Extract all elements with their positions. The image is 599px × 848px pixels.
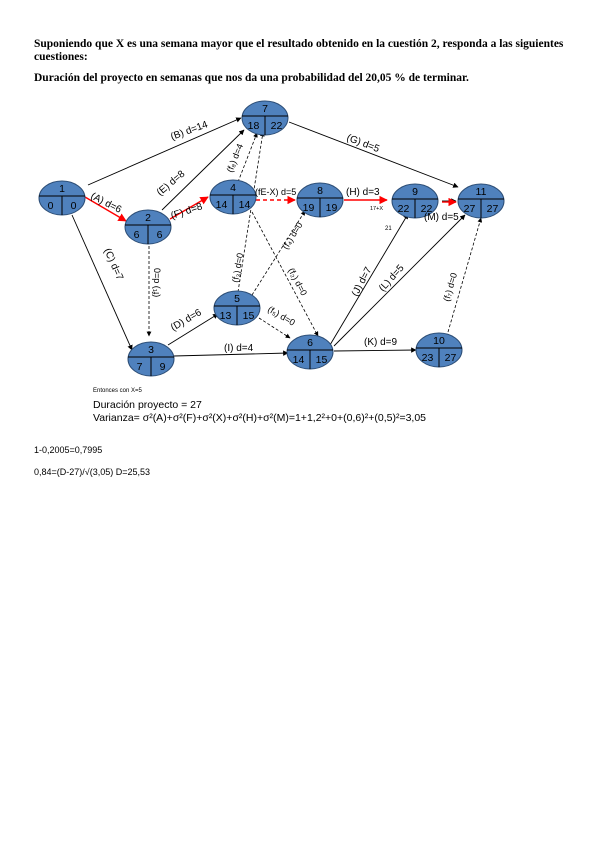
node-early-finish: 27 <box>445 352 457 364</box>
edge-G <box>288 121 459 188</box>
label-C: (C) d=7 <box>101 247 125 283</box>
label-B: (B) d=14 <box>169 119 209 143</box>
label-F: (F) d=8 <box>170 201 205 222</box>
node-1: 10 0 <box>38 180 86 216</box>
node-early-start: 14 <box>216 199 228 211</box>
node-6: 614 15 <box>286 334 334 370</box>
node-number: 5 <box>234 293 240 305</box>
label-f7: (f₇) d=0 <box>441 272 459 303</box>
node-early-start: 18 <box>248 120 260 132</box>
edge-f8 <box>237 132 258 183</box>
label-E: (E) d=8 <box>155 168 188 198</box>
label-M: (M) d=5 <box>424 212 459 223</box>
node-7: 718 22 <box>241 100 289 136</box>
node-8: 819 19 <box>296 182 344 218</box>
label-f2: (f₂) d=0 <box>286 266 309 297</box>
node-early-finish: 9 <box>160 361 166 373</box>
node-early-finish: 22 <box>271 120 283 132</box>
node-early-start: 13 <box>220 310 232 322</box>
label-L: (L) d=5 <box>377 263 407 294</box>
note-small: Entonces con X=5 <box>93 388 142 394</box>
annotation-x-value: 17+X <box>370 206 383 212</box>
label-J: (J) d=7 <box>350 265 375 298</box>
edge-J <box>329 213 409 346</box>
node-number: 9 <box>412 186 418 198</box>
calculation-duration: 0,84=(D-27)/√(3,05) D=25,53 <box>34 467 151 477</box>
question-text: Suponiendo que X es una semana mayor que… <box>34 38 564 63</box>
project-duration: Duración proyecto = 27 <box>93 399 202 411</box>
node-early-finish: 14 <box>239 199 251 211</box>
edge-K <box>333 347 417 353</box>
node-early-start: 19 <box>303 202 315 214</box>
edge-f5 <box>258 317 291 339</box>
node-early-start: 14 <box>293 354 305 366</box>
node-3: 37 9 <box>127 341 175 377</box>
edge-F <box>169 196 209 220</box>
label-f3: (f₃) d=0 <box>230 252 245 283</box>
node-early-start: 6 <box>134 229 140 241</box>
node-number: 8 <box>317 185 323 197</box>
question-duration: Duración del proyecto en semanas que nos… <box>34 72 469 84</box>
label-X: (fE-X) d=5 <box>255 187 296 197</box>
node-4: 414 14 <box>209 179 257 215</box>
label-A: (A) d=6 <box>89 191 124 216</box>
node-early-start: 7 <box>137 361 143 373</box>
edge-B <box>87 117 242 186</box>
node-number: 6 <box>307 337 313 349</box>
node-early-finish: 22 <box>421 203 433 215</box>
node-number: 4 <box>230 182 236 194</box>
label-f4: (f₄) d=0 <box>280 220 304 251</box>
node-number: 7 <box>262 103 268 115</box>
node-early-finish: 27 <box>487 203 499 215</box>
node-10: 10 23 27 <box>415 332 463 368</box>
node-early-finish: 15 <box>243 310 255 322</box>
edge-f3 <box>237 131 265 293</box>
label-H: (H) d=3 <box>346 187 380 198</box>
node-early-start: 22 <box>398 203 410 215</box>
project-variance: Varianza= σ²(A)+σ²(F)+σ²(X)+σ²(H)+σ²(M)=… <box>93 412 427 424</box>
label-f5: (f₅) d=0 <box>266 304 297 328</box>
edge-f2 <box>251 211 319 337</box>
edge-C <box>71 214 133 351</box>
node-number: 11 <box>476 186 487 198</box>
node-early-finish: 19 <box>326 202 338 214</box>
calculation-probability: 1-0,2005=0,7995 <box>34 445 103 455</box>
label-I: (I) d=4 <box>224 343 254 354</box>
edge-L <box>333 214 466 347</box>
node-early-start: 0 <box>48 200 54 212</box>
node-number: 10 <box>433 335 445 347</box>
node-2: 26 6 <box>124 209 172 245</box>
label-D: (D) d=6 <box>169 307 204 334</box>
label-K: (K) d=9 <box>364 337 398 348</box>
node-early-finish: 15 <box>316 354 328 366</box>
edge-I <box>173 350 289 357</box>
edge-D <box>167 313 219 346</box>
edge-E <box>161 129 245 211</box>
label-G: (G) d=5 <box>345 133 381 156</box>
node-early-start: 27 <box>464 203 476 215</box>
label-f8: (f₈) d=4 <box>225 142 246 174</box>
edge-A <box>84 196 127 222</box>
node-number: 3 <box>148 344 154 356</box>
node-early-finish: 0 <box>71 200 77 212</box>
edge-f4 <box>251 210 306 296</box>
node-9: 922 22 <box>391 183 439 219</box>
node-number: 1 <box>59 183 65 195</box>
node-5: 513 15 <box>213 290 261 326</box>
node-early-finish: 6 <box>157 229 163 241</box>
node-early-start: 23 <box>422 352 434 364</box>
node-number: 2 <box>145 212 151 224</box>
annotation-21: 21 <box>385 226 392 232</box>
label-f1: 0=p (₁ɟ) <box>152 268 162 297</box>
